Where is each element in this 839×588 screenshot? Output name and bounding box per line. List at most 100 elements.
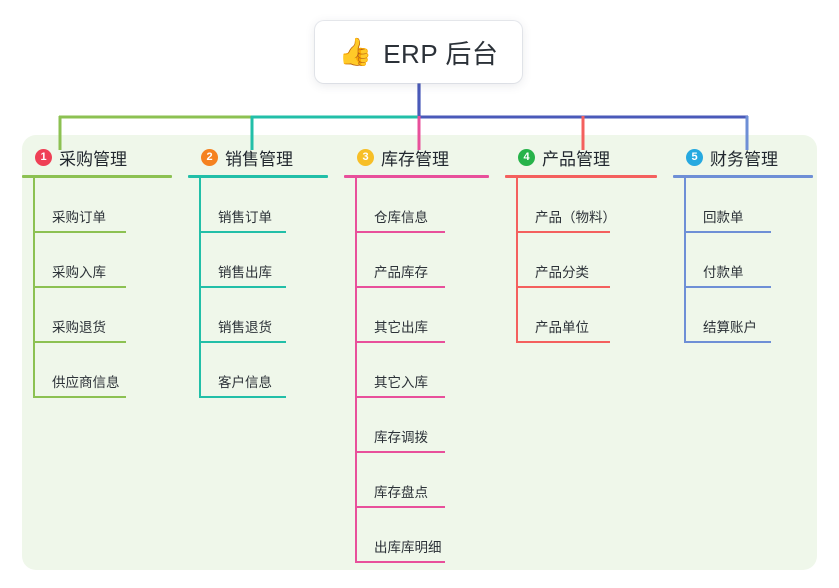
- branch-item[interactable]: 产品分类: [505, 233, 657, 288]
- branch-item-label: 产品库存: [374, 265, 428, 280]
- branch-number-badge: 5: [686, 148, 703, 166]
- branch-spine: [516, 178, 518, 343]
- branch-item[interactable]: 销售出库: [188, 233, 328, 288]
- branch-item-label: 采购订单: [52, 210, 106, 225]
- branch-item-label: 产品分类: [535, 265, 589, 280]
- branch-item-underline: [355, 451, 445, 453]
- branch-title: 财务管理: [710, 149, 778, 169]
- branch-item-underline: [33, 286, 126, 288]
- branch-item[interactable]: 库存盘点: [344, 453, 489, 508]
- branch-item[interactable]: 采购入库: [22, 233, 172, 288]
- branch-item[interactable]: 其它出库: [344, 288, 489, 343]
- branch-item[interactable]: 供应商信息: [22, 343, 172, 398]
- branch-title: 销售管理: [225, 149, 293, 169]
- thumbs-up-icon: 👍: [338, 36, 373, 67]
- branch-item-underline: [33, 396, 126, 398]
- branch-item-underline: [33, 341, 126, 343]
- branch-underline: [344, 175, 489, 178]
- root-node-card[interactable]: 👍 ERP 后台: [315, 21, 522, 83]
- branch-item[interactable]: 销售订单: [188, 178, 328, 233]
- branch-item-label: 产品（物料）: [535, 210, 616, 225]
- branch-item-label: 销售退货: [218, 320, 272, 335]
- branch-item[interactable]: 回款单: [673, 178, 813, 233]
- branch-number-badge: 1: [35, 148, 52, 166]
- branch-item-underline: [199, 341, 286, 343]
- branch-item-list: 采购订单采购入库采购退货供应商信息: [22, 178, 172, 398]
- branch-item-underline: [355, 341, 445, 343]
- branch-column: 4 产品管理产品（物料） 产品分类产品单位: [505, 142, 657, 343]
- branch-number-badge: 4: [518, 148, 535, 166]
- branch-item-label: 付款单: [703, 265, 744, 280]
- branch-item-label: 供应商信息: [52, 375, 120, 390]
- branch-item[interactable]: 客户信息: [188, 343, 328, 398]
- branch-item-underline: [684, 286, 771, 288]
- branch-header[interactable]: 3 库存管理: [344, 142, 489, 172]
- branch-underline: [22, 175, 172, 178]
- branch-item-label: 仓库信息: [374, 210, 428, 225]
- branch-column: 2 销售管理销售订单销售出库销售退货客户信息: [188, 142, 328, 398]
- branch-item-label: 库存盘点: [374, 485, 428, 500]
- branch-title: 采购管理: [59, 149, 127, 169]
- branch-spine: [33, 178, 35, 398]
- branch-item-label: 销售订单: [218, 210, 272, 225]
- branch-header[interactable]: 5 财务管理: [673, 142, 813, 172]
- branch-item-underline: [355, 231, 445, 233]
- branch-item-list: 仓库信息产品库存其它出库其它入库库存调拨库存盘点出库库明细: [344, 178, 489, 563]
- branch-item-underline: [355, 506, 445, 508]
- branch-item-underline: [516, 341, 610, 343]
- branch-item[interactable]: 产品库存: [344, 233, 489, 288]
- branch-item-label: 结算账户: [703, 320, 757, 335]
- branch-item-underline: [516, 286, 610, 288]
- branch-item[interactable]: 其它入库: [344, 343, 489, 398]
- branch-item-underline: [684, 231, 771, 233]
- branch-spine: [684, 178, 686, 343]
- branch-title: 产品管理: [542, 149, 610, 169]
- branch-item-list: 产品（物料） 产品分类产品单位: [505, 178, 657, 343]
- branch-item-list: 销售订单销售出库销售退货客户信息: [188, 178, 328, 398]
- branch-item-label: 回款单: [703, 210, 744, 225]
- branch-item-list: 回款单付款单结算账户: [673, 178, 813, 343]
- branch-columns: 1 采购管理采购订单采购入库采购退货供应商信息 2 销售管理销售订单销售出库销售退货客…: [22, 135, 817, 570]
- branch-item-underline: [33, 231, 126, 233]
- branch-item-underline: [355, 561, 445, 563]
- branch-underline: [188, 175, 328, 178]
- branch-number-badge: 3: [357, 148, 374, 166]
- branch-item-underline: [199, 396, 286, 398]
- branch-item[interactable]: 采购退货: [22, 288, 172, 343]
- branch-item-label: 客户信息: [218, 375, 272, 390]
- branch-item-underline: [355, 396, 445, 398]
- branch-item-label: 产品单位: [535, 320, 589, 335]
- branch-header[interactable]: 2 销售管理: [188, 142, 328, 172]
- branch-item-label: 销售出库: [218, 265, 272, 280]
- branch-spine: [199, 178, 201, 398]
- branch-item[interactable]: 仓库信息: [344, 178, 489, 233]
- branch-item[interactable]: 产品（物料）: [505, 178, 657, 233]
- branch-title: 库存管理: [381, 149, 449, 169]
- branch-item[interactable]: 销售退货: [188, 288, 328, 343]
- branch-item-label: 采购入库: [52, 265, 106, 280]
- root-title: ERP 后台: [383, 38, 499, 69]
- branch-item-label: 出库库明细: [374, 540, 442, 555]
- branch-column: 1 采购管理采购订单采购入库采购退货供应商信息: [22, 142, 172, 398]
- branch-header[interactable]: 4 产品管理: [505, 142, 657, 172]
- branch-column: 5 财务管理回款单付款单结算账户: [673, 142, 813, 343]
- branch-item-underline: [684, 341, 771, 343]
- branch-item-label: 其它入库: [374, 375, 428, 390]
- branch-item[interactable]: 产品单位: [505, 288, 657, 343]
- branch-spine: [355, 178, 357, 563]
- branch-underline: [505, 175, 657, 178]
- branch-item[interactable]: 付款单: [673, 233, 813, 288]
- branch-header[interactable]: 1 采购管理: [22, 142, 172, 172]
- branch-item[interactable]: 结算账户: [673, 288, 813, 343]
- branch-item-label: 库存调拨: [374, 430, 428, 445]
- branch-item[interactable]: 出库库明细: [344, 508, 489, 563]
- branch-item-label: 采购退货: [52, 320, 106, 335]
- branch-item-underline: [516, 231, 610, 233]
- branch-item[interactable]: 采购订单: [22, 178, 172, 233]
- branch-item-underline: [199, 231, 286, 233]
- branch-item-underline: [199, 286, 286, 288]
- branch-item[interactable]: 库存调拨: [344, 398, 489, 453]
- branch-underline: [673, 175, 813, 178]
- branch-item-label: 其它出库: [374, 320, 428, 335]
- branch-number-badge: 2: [201, 148, 218, 166]
